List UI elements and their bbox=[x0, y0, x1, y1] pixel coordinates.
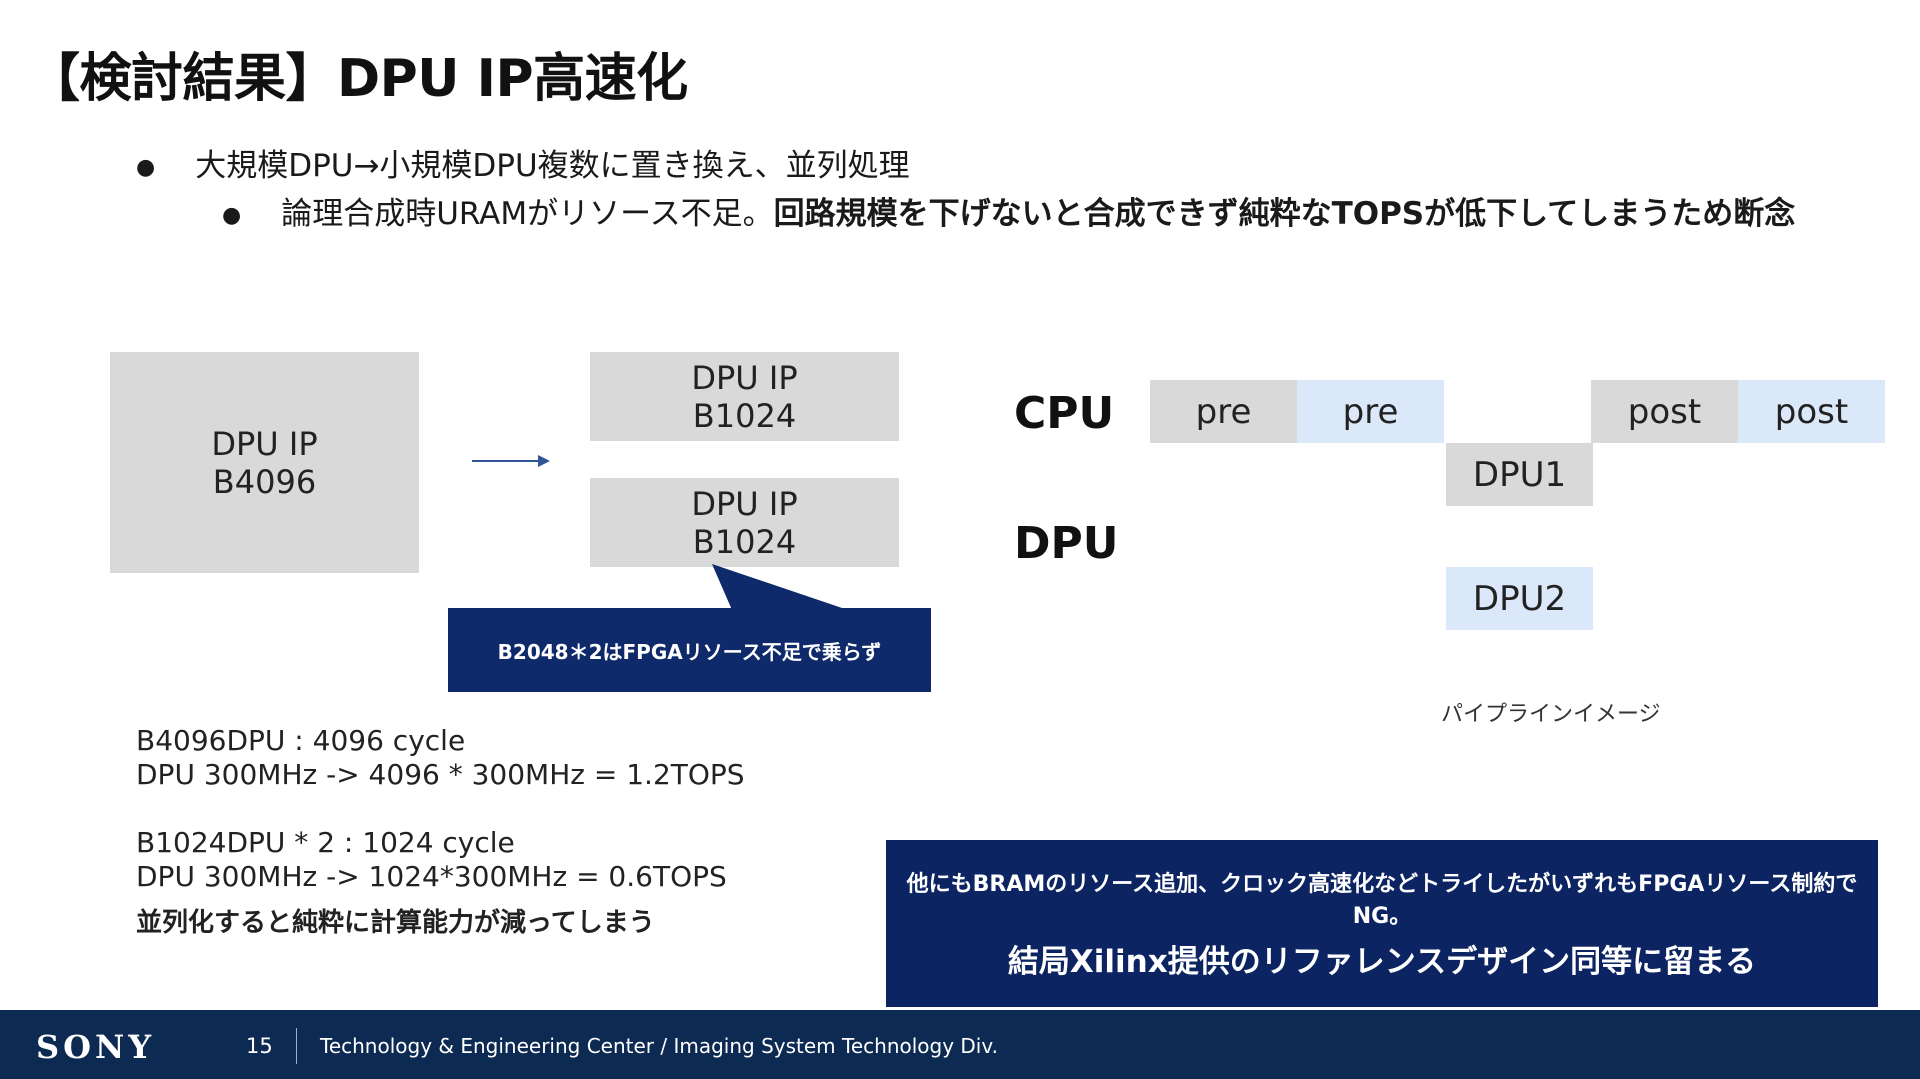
dpu-b4096-box: DPU IP B4096 bbox=[110, 352, 419, 573]
page-title: 【検討結果】DPU IP高速化 bbox=[28, 49, 688, 109]
calc-conclusion: 並列化すると純粋に計算能力が減ってしまう bbox=[136, 908, 655, 938]
footer-divider bbox=[296, 1028, 297, 1064]
cpu-post-cell-2: post bbox=[1738, 380, 1885, 443]
dpu-b1024-2-line2: B1024 bbox=[692, 522, 797, 561]
page-number: 15 bbox=[246, 1034, 273, 1058]
summary-box: 他にもBRAMのリソース追加、クロック高速化などトライしたがいずれもFPGAリソ… bbox=[886, 840, 1878, 1007]
dpu-b1024-box-1: DPU IP B1024 bbox=[590, 352, 899, 441]
bullet-text-2-bold: 回路規模を下げないと合成できず純粋なTOPSが低下してしまうため断念 bbox=[773, 196, 1796, 232]
dpu-b1024-1-line1: DPU IP bbox=[691, 358, 798, 397]
dpu-b1024-2-line1: DPU IP bbox=[691, 484, 798, 523]
dpu1-cell: DPU1 bbox=[1446, 443, 1593, 506]
bullet-text-2-normal: 論理合成時URAMがリソース不足。 bbox=[281, 196, 774, 232]
callout-note: B2048＊2はFPGAリソース不足で乗らず bbox=[448, 608, 931, 692]
dpu-b4096-line1: DPU IP bbox=[211, 424, 318, 463]
cpu-row-label: CPU bbox=[1014, 388, 1115, 439]
bullet-dot-icon: ● bbox=[136, 155, 156, 180]
dpu-b1024-1-line2: B1024 bbox=[692, 396, 797, 435]
calc-line-4: DPU 300MHz -> 1024*300MHz = 0.6TOPS bbox=[136, 860, 727, 893]
dpu-b1024-box-2: DPU IP B1024 bbox=[590, 478, 899, 567]
footer-department: Technology & Engineering Center / Imagin… bbox=[320, 1034, 999, 1058]
calc-line-2: DPU 300MHz -> 4096 * 300MHz = 1.2TOPS bbox=[136, 758, 745, 791]
calc-line-3: B1024DPU * 2 : 1024 cycle bbox=[136, 826, 515, 859]
bullet-dot-icon: ● bbox=[222, 203, 242, 228]
calculation-block: B4096DPU : 4096 cycle DPU 300MHz -> 4096… bbox=[136, 724, 745, 940]
cpu-pre-cell-1: pre bbox=[1150, 380, 1297, 443]
footer-bar: SONY 15 Technology & Engineering Center … bbox=[0, 1010, 1920, 1079]
right-arrow-icon bbox=[472, 455, 550, 467]
bullet-item-1: ● 大規模DPU→小規模DPU複数に置き換え、並列処理 bbox=[136, 140, 910, 185]
cpu-post-cell-1: post bbox=[1591, 380, 1738, 443]
sony-logo: SONY bbox=[36, 1028, 156, 1066]
bullet-text-1: 大規模DPU→小規模DPU複数に置き換え、並列処理 bbox=[195, 148, 910, 184]
dpu-row-label: DPU bbox=[1014, 518, 1119, 569]
summary-line-1: 他にもBRAMのリソース追加、クロック高速化などトライしたがいずれもFPGAリソ… bbox=[906, 872, 1858, 929]
pipeline-caption: パイプラインイメージ bbox=[1441, 702, 1661, 727]
dpu-b4096-line2: B4096 bbox=[212, 462, 317, 501]
bullet-item-2: ● 論理合成時URAMがリソース不足。回路規模を下げないと合成できず純粋なTOPS… bbox=[222, 188, 1795, 233]
cpu-pre-cell-2: pre bbox=[1297, 380, 1444, 443]
callout-pointer bbox=[712, 564, 848, 610]
dpu2-cell: DPU2 bbox=[1446, 567, 1593, 630]
summary-line-2: 結局Xilinx提供のリファレンスデザイン同等に留まる bbox=[1007, 944, 1757, 980]
calc-spacer bbox=[136, 792, 745, 826]
calc-line-1: B4096DPU : 4096 cycle bbox=[136, 724, 466, 757]
